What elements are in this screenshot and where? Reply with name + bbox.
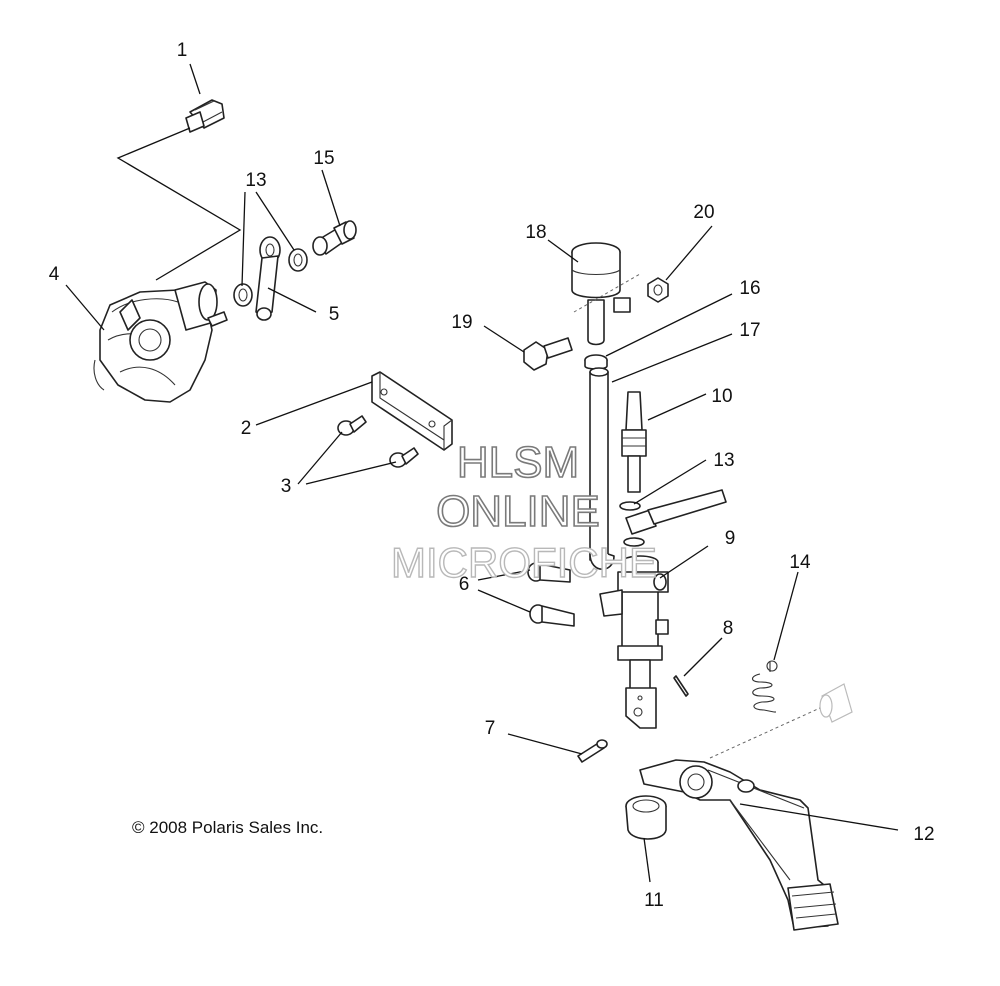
callout-14: 14 xyxy=(789,552,811,573)
reservoir-part-18 xyxy=(571,242,631,346)
clevis-pin-part-7 xyxy=(577,739,608,763)
bolt-part-6-a xyxy=(527,562,571,583)
callout-5: 5 xyxy=(329,304,340,325)
bolt-part-19 xyxy=(523,337,573,371)
brake-caliper-part-4 xyxy=(93,281,228,403)
callout-20: 20 xyxy=(693,202,714,223)
watermark-line-3: MICROFICHE xyxy=(391,539,657,586)
callout-4: 4 xyxy=(49,264,60,285)
callout-8: 8 xyxy=(723,618,734,639)
watermark: HLSM ONLINE MICROFICHE xyxy=(390,437,657,587)
callout-1: 1 xyxy=(177,40,188,61)
hose-fitting xyxy=(625,489,727,535)
copyright-notice: © 2008 Polaris Sales Inc. xyxy=(132,818,323,837)
callout-12: 12 xyxy=(913,824,934,845)
master-cylinder-part-9 xyxy=(599,555,669,729)
switch-part-10 xyxy=(621,391,647,493)
bolt-part-3-b xyxy=(389,447,419,468)
callout-13-upper: 13 xyxy=(245,170,266,191)
bolt-part-3-a xyxy=(337,415,367,436)
bolt-part-1 xyxy=(185,99,225,133)
callout-2: 2 xyxy=(241,418,252,439)
watermark-line-2: ONLINE xyxy=(436,487,600,536)
spring-part-14 xyxy=(751,660,778,713)
clamp-part-16 xyxy=(584,354,608,370)
callout-3: 3 xyxy=(281,476,292,497)
watermark-line-1: HLSM xyxy=(457,438,579,487)
bracket-part-2 xyxy=(371,371,453,451)
bushing-part-11 xyxy=(625,795,667,840)
callout-17: 17 xyxy=(739,320,760,341)
callout-10: 10 xyxy=(711,386,732,407)
callout-15: 15 xyxy=(313,148,334,169)
callout-18: 18 xyxy=(525,222,546,243)
banjo-fitting-part-5 xyxy=(255,236,281,321)
callout-19: 19 xyxy=(451,312,472,333)
callout-6: 6 xyxy=(459,574,470,595)
bolt-part-6-b xyxy=(529,604,575,627)
washer-part-13-upper xyxy=(233,248,308,307)
callout-labels: 1 2 3 4 5 6 7 8 9 10 11 12 13 13 14 15 1… xyxy=(49,40,935,911)
brake-pedal-part-12 xyxy=(639,759,839,931)
callout-16: 16 xyxy=(739,278,760,299)
leader-lines xyxy=(65,63,899,883)
pivot-sleeve xyxy=(819,683,853,723)
callout-7: 7 xyxy=(485,718,496,739)
banjo-bolt-part-15 xyxy=(312,220,357,256)
callout-9: 9 xyxy=(725,528,736,549)
hose-part-17 xyxy=(589,367,615,571)
nut-part-20 xyxy=(647,277,669,303)
callout-13-lower: 13 xyxy=(713,450,734,471)
cotter-pin-part-8 xyxy=(673,675,689,697)
callout-11: 11 xyxy=(644,890,664,911)
